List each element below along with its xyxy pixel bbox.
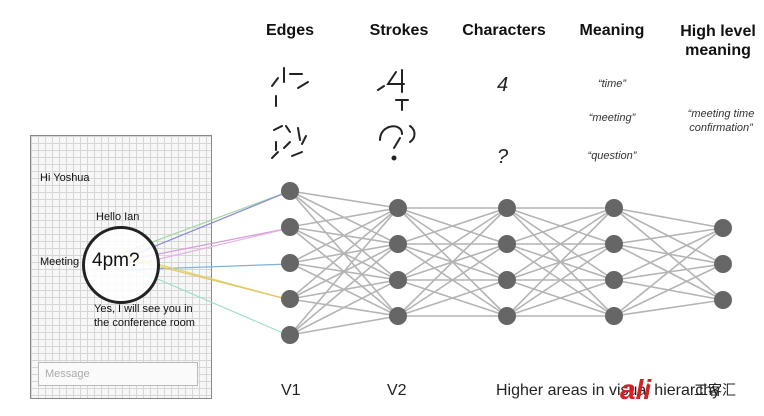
network-node-layer-3 — [498, 199, 516, 217]
chat-message-meeting: Meeting — [40, 256, 80, 268]
meaning-meeting: “meeting” — [588, 112, 636, 124]
network-node-layer-2 — [389, 307, 407, 325]
network-node-layer-1 — [281, 326, 299, 344]
high-level-meaning-text: “meeting time confirmation” — [687, 108, 755, 134]
network-node-layer-2 — [389, 235, 407, 253]
character-four: 4 — [497, 74, 509, 96]
character-question-mark: ? — [497, 146, 509, 168]
meaning-time: “time” — [597, 78, 627, 90]
network-node-layer-3 — [498, 235, 516, 253]
message-input-placeholder: Message — [45, 368, 90, 380]
header-meaning: Meaning — [579, 22, 645, 39]
network-connection — [289, 207, 399, 336]
header-edges: Edges — [265, 22, 314, 39]
chat-message-greeting: Hi Yoshua — [40, 172, 90, 184]
watermark-logo: ali — [620, 374, 652, 405]
network-node-layer-4 — [605, 235, 623, 253]
network-node-layer-2 — [389, 271, 407, 289]
network-connection — [397, 243, 508, 317]
network-connection — [613, 263, 724, 317]
network-connection — [613, 207, 724, 229]
network-connection — [613, 299, 724, 317]
network-node-layer-1 — [281, 182, 299, 200]
network-connection — [613, 227, 724, 317]
network-node-layer-3 — [498, 307, 516, 325]
network-connection — [289, 207, 399, 228]
network-connection — [506, 279, 615, 317]
network-node-layer-1 — [281, 218, 299, 236]
watermark-text: 工客汇 — [694, 382, 736, 398]
network-node-layer-5 — [714, 291, 732, 309]
network-node-layer-1 — [281, 290, 299, 308]
network-connection — [506, 207, 615, 317]
network-connection — [289, 279, 399, 336]
network-node-layer-4 — [605, 199, 623, 217]
header-characters: Characters — [462, 22, 546, 39]
network-connection — [506, 207, 615, 245]
network-connection — [289, 315, 399, 336]
meaning-question: “question” — [587, 150, 637, 162]
layer-label-v2: V2 — [387, 382, 407, 399]
network-node-layer-1 — [281, 254, 299, 272]
network-connection — [397, 279, 508, 317]
message-input[interactable]: Message — [38, 362, 198, 386]
network-connection — [397, 207, 508, 281]
network-connection — [289, 190, 399, 209]
network-connection — [397, 207, 508, 317]
network-connection — [289, 207, 399, 264]
network-node-layer-5 — [714, 255, 732, 273]
network-connection — [613, 227, 724, 245]
network-connection — [613, 227, 724, 281]
network-connection — [506, 207, 615, 281]
network-connection — [397, 207, 508, 245]
network-connection — [289, 243, 399, 336]
network-node-layer-3 — [498, 271, 516, 289]
network-node-layer-5 — [714, 219, 732, 237]
network-connection — [289, 207, 399, 300]
header-strokes: Strokes — [369, 22, 429, 39]
chat-message-reply: Hello Ian — [96, 211, 140, 223]
network-connection — [506, 243, 615, 317]
edge-fragments — [271, 67, 309, 159]
network-node-layer-4 — [605, 271, 623, 289]
header-high-level-meaning: High level meaning — [680, 23, 756, 59]
chat-message-answer: Yes, I will see you in the conference ro… — [94, 303, 195, 329]
stroke-shapes — [377, 69, 416, 161]
magnifier-lens — [82, 226, 160, 304]
layer-label-v1: V1 — [281, 382, 301, 399]
network-node-layer-2 — [389, 199, 407, 217]
layer-label-higher-areas: Higher areas in visual hierarchy — [496, 382, 721, 399]
magnified-text: 4pm? — [92, 250, 140, 271]
network-node-layer-4 — [605, 307, 623, 325]
